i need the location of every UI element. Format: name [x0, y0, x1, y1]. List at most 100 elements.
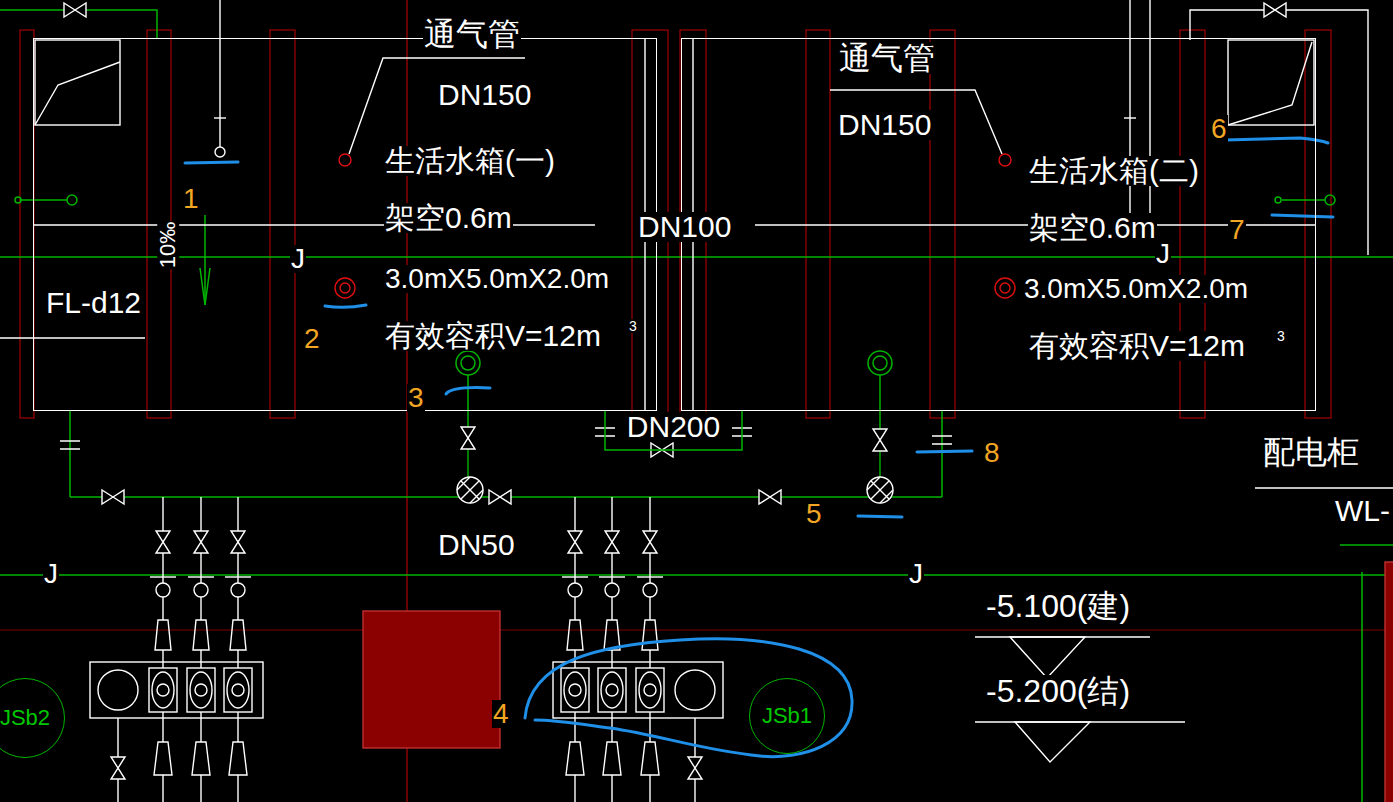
pump-symbol — [190, 672, 212, 708]
pump-symbol — [187, 668, 215, 712]
outlet-symbol — [873, 356, 887, 370]
outlet-symbol — [868, 351, 892, 375]
pump-symbol — [606, 684, 618, 696]
reducer-symbol — [154, 742, 172, 775]
reducer-symbol — [567, 620, 583, 650]
pipe-code: J — [1155, 240, 1171, 268]
slope-label: 10‰ — [157, 221, 179, 269]
elevation-mark — [1015, 722, 1090, 762]
tank-height: 架空0.6m — [384, 203, 513, 233]
pipe-line — [611, 650, 612, 668]
valve-symbol — [194, 531, 208, 553]
pipe-line — [649, 553, 650, 583]
pipe-line — [237, 775, 238, 802]
reducer-symbol — [155, 620, 171, 650]
valve-symbol — [231, 531, 245, 553]
pipe-line — [1282, 199, 1325, 201]
pipe-line — [200, 553, 201, 583]
column-outline — [20, 30, 34, 418]
pump-tag: JSb2 — [0, 707, 50, 729]
pipe-line — [117, 718, 118, 757]
valve-symbol — [461, 427, 475, 449]
pipe-line — [611, 553, 612, 583]
valve-symbol — [64, 3, 86, 17]
valve-symbol — [111, 757, 125, 779]
reducer-symbol — [566, 742, 584, 775]
float-valve-symbol — [35, 40, 120, 125]
gauge-symbol — [194, 583, 208, 597]
annotation-mark — [325, 305, 366, 307]
callout-number: 2 — [303, 325, 321, 353]
pipe-line — [574, 712, 575, 742]
pipe-line — [467, 449, 468, 477]
pump-symbol — [227, 672, 249, 708]
outlet-symbol — [456, 351, 480, 375]
gauge-symbol — [605, 583, 619, 597]
pipe-end-symbol — [215, 147, 225, 157]
flange-mark — [637, 576, 663, 577]
pump-symbol — [569, 684, 581, 696]
overflow-symbol — [335, 278, 355, 298]
axis-line — [0, 629, 1393, 630]
overflow-symbol — [340, 283, 350, 293]
pump-symbol — [149, 668, 177, 712]
annotation-mark — [1225, 138, 1328, 143]
pipe-line — [117, 779, 118, 802]
pipe-line — [611, 775, 612, 802]
equipment-block — [363, 611, 500, 748]
pipe-line — [162, 712, 163, 742]
pipe-line — [694, 779, 695, 802]
pipe-line — [941, 411, 943, 497]
callout-number: 3 — [407, 384, 425, 412]
pipe-line — [1190, 10, 1368, 255]
pump-tag-circle: JSb2 — [0, 678, 65, 758]
annotation-mark — [185, 162, 238, 163]
reducer-symbol — [229, 742, 247, 775]
overflow-symbol — [995, 278, 1015, 298]
green-pipes — [0, 10, 1393, 802]
pipe-tick — [214, 117, 226, 118]
pipe-line — [162, 597, 163, 620]
strainer-symbol — [867, 477, 893, 503]
pipe-line — [200, 597, 201, 620]
pipe-line — [649, 775, 650, 802]
valve-symbol — [688, 757, 702, 779]
pipe-line — [20, 199, 67, 201]
flange-mark — [188, 576, 214, 577]
pipe-code: J — [908, 560, 924, 588]
gauge-symbol — [231, 583, 245, 597]
red-symbols — [335, 154, 1393, 802]
flange-mark — [562, 576, 588, 577]
pipe-size-label: DN100 — [637, 212, 732, 242]
pipe-break — [60, 428, 952, 449]
elevation-label: -5.100(建) — [985, 590, 1131, 622]
fitting-symbols — [64, 3, 1286, 802]
outlet-symbol — [461, 356, 475, 370]
annotation-mark — [917, 451, 972, 452]
strainer-symbol — [867, 477, 893, 503]
vent-pipe-label: 通气管 — [838, 42, 936, 74]
reducer-symbol — [642, 620, 658, 650]
float-valve-symbol — [1228, 40, 1314, 125]
valve-symbol — [873, 429, 887, 451]
float-valve-symbol — [1228, 42, 1312, 125]
annotation-mark — [1272, 215, 1333, 217]
pump-symbol — [232, 684, 244, 696]
column-outline — [806, 30, 830, 418]
leader-line — [0, 337, 145, 338]
valve-symbol — [489, 490, 511, 504]
pump-tag-circle: JSb1 — [749, 678, 825, 754]
vent-symbol — [339, 154, 351, 166]
leader-line — [830, 90, 1002, 154]
leader-line — [1255, 487, 1393, 488]
pump-symbol — [564, 672, 586, 708]
valve-symbol — [759, 490, 781, 504]
pipe-line — [1129, 0, 1130, 225]
callout-number: 5 — [805, 500, 823, 528]
float-valve-symbol — [35, 62, 120, 125]
pipe-line — [649, 597, 650, 620]
column-outline — [930, 30, 955, 418]
pipe-line — [574, 553, 575, 583]
tank-name: 生活水箱(一) — [384, 146, 556, 176]
